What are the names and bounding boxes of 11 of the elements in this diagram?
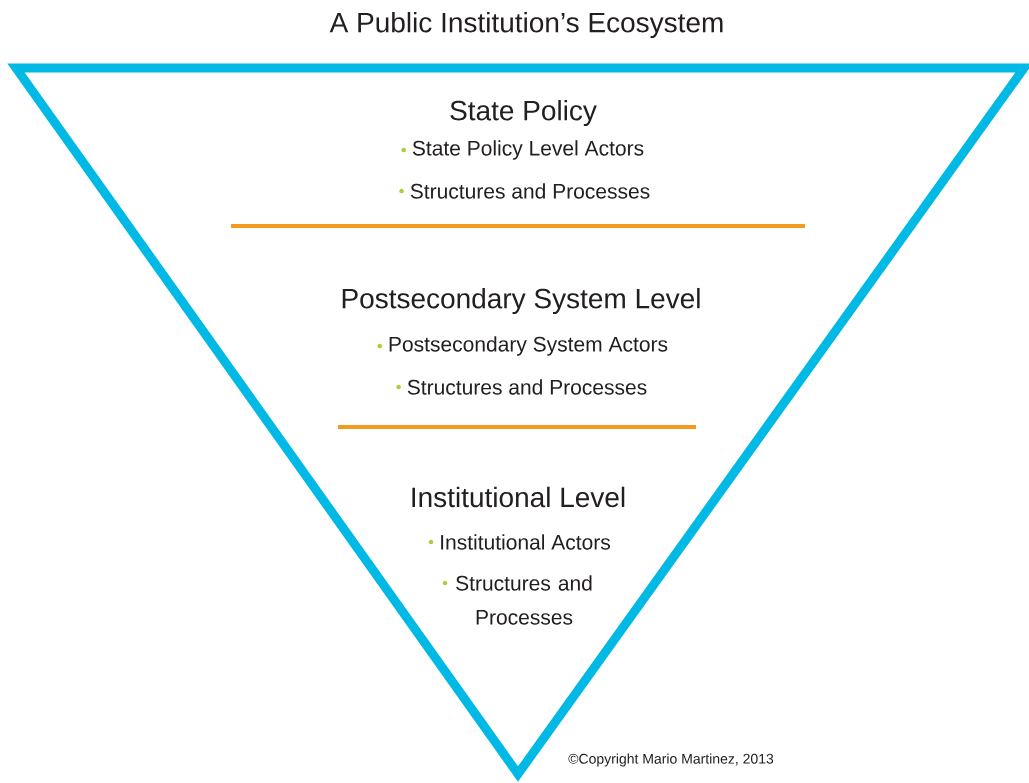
bullet-item: Postsecondary System Actors [377, 336, 668, 356]
copyright-note: ©Copyright Mario Martinez, 2013 [568, 753, 774, 767]
level-heading: Institutional Level [412, 486, 625, 508]
bullet-item: Institutional Actors [428, 534, 610, 550]
bullet-item: Structures and Processes [396, 379, 647, 395]
bullet-item: State Policy Level Actors [401, 140, 644, 160]
title: A Public Institution’s Ecosystem [329, 11, 723, 39]
bullet-item: Structures and Processes [442, 575, 592, 625]
bullet-item: Structures and Processes [399, 183, 650, 199]
level-heading: State Policy [450, 99, 597, 127]
level-heading: Postsecondary System Level [342, 287, 700, 315]
